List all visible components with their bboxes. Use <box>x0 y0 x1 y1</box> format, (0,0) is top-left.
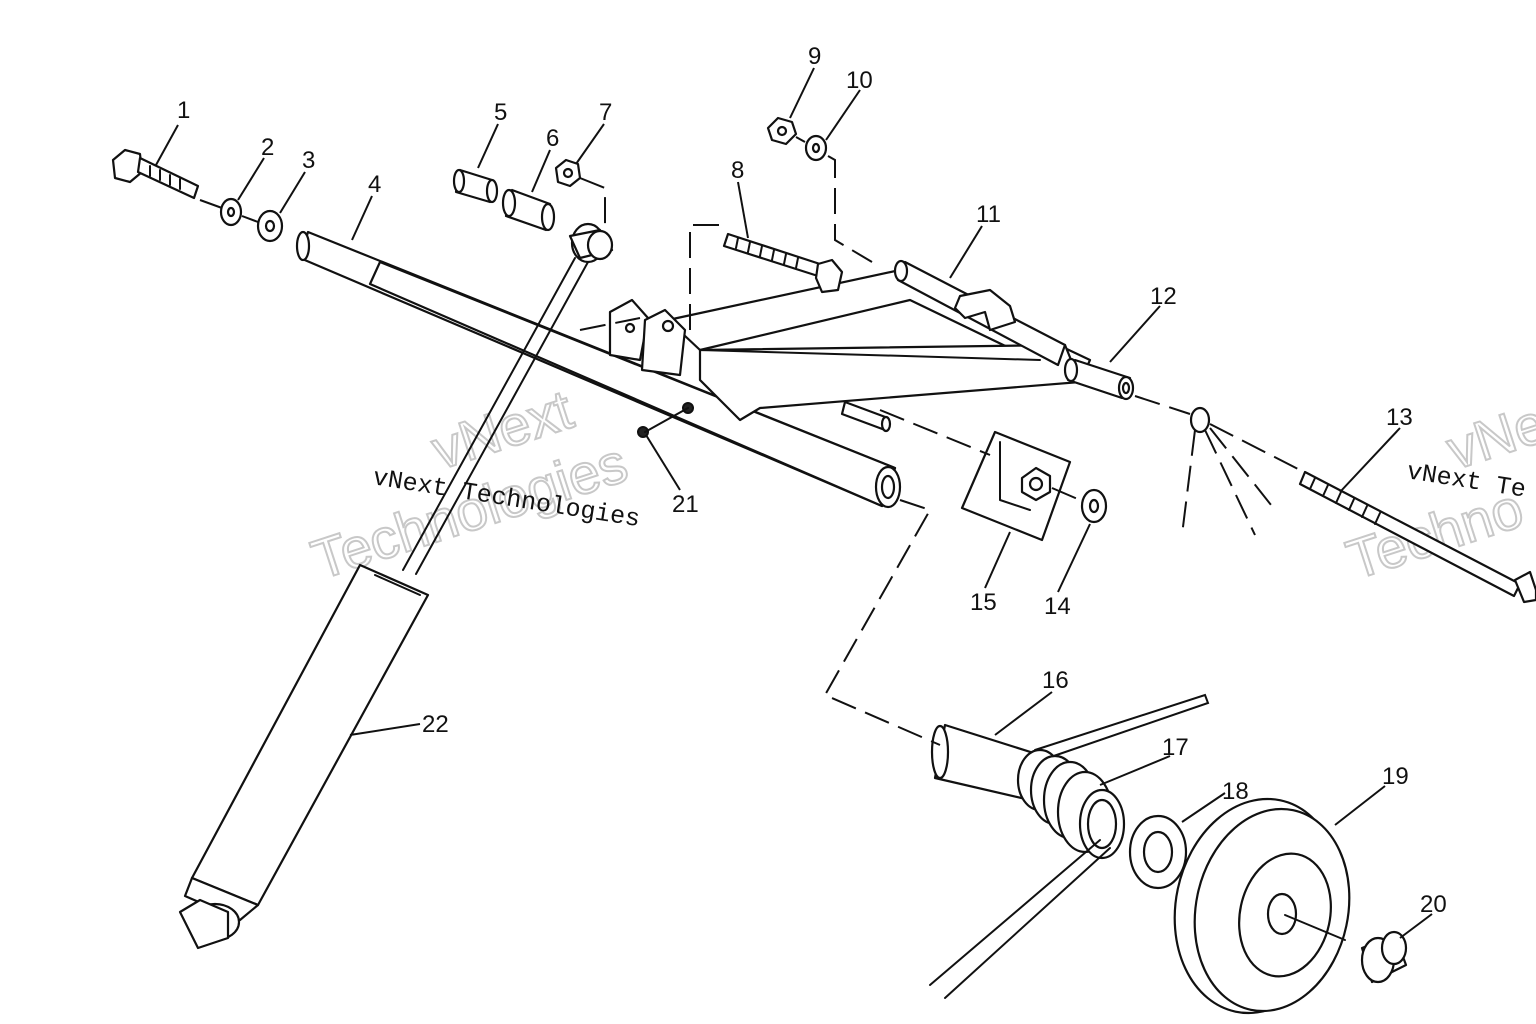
callout-16: 16 <box>1042 667 1069 694</box>
part-5-bushing <box>452 168 499 204</box>
part-15-block <box>840 400 1072 542</box>
callout-13: 13 <box>1386 404 1413 431</box>
callout-7: 7 <box>599 99 612 126</box>
callout-14: 14 <box>1044 593 1071 620</box>
callout-9: 9 <box>808 43 821 70</box>
part-20-bushing <box>1360 930 1408 984</box>
callout-6: 6 <box>546 125 559 152</box>
part-14-washer <box>1051 487 1108 524</box>
callout-1: 1 <box>177 97 190 124</box>
callout-3: 3 <box>302 147 315 174</box>
callout-18: 18 <box>1222 778 1249 805</box>
callout-21: 21 <box>672 491 699 518</box>
part-8-bolt <box>722 232 844 294</box>
part-3-washer <box>256 209 284 243</box>
callout-15: 15 <box>970 589 997 616</box>
part-21-grease-fittings <box>637 402 694 438</box>
callout-22: 22 <box>422 711 449 738</box>
part-1-bolt <box>111 148 200 200</box>
callout-11: 11 <box>976 201 1001 228</box>
callout-5: 5 <box>494 99 507 126</box>
part-6-bushing <box>501 188 556 232</box>
part-2-washer <box>219 197 243 227</box>
part-11-swing-arm <box>579 224 1092 422</box>
callout-4: 4 <box>368 171 381 198</box>
leader-lines <box>155 67 1433 939</box>
callout-10: 10 <box>846 67 873 94</box>
part-13-bolt <box>1298 470 1536 604</box>
callout-17: 17 <box>1162 734 1189 761</box>
part-17-torsion-spring <box>929 693 1210 999</box>
callout-12: 12 <box>1150 283 1177 310</box>
part-12-spacer <box>1063 357 1135 401</box>
part-19-idler-wheel <box>1173 797 1351 1015</box>
callout-2: 2 <box>261 134 274 161</box>
part-4-shaft <box>295 230 902 509</box>
callout-19: 19 <box>1382 763 1409 790</box>
center-axis-dashes <box>1134 395 1301 536</box>
part-22-shock-absorber <box>178 222 614 950</box>
callout-20: 20 <box>1420 891 1447 918</box>
callouts: 1 2 3 4 5 6 7 8 9 10 11 12 13 14 15 16 1… <box>177 43 1447 918</box>
part-18-washer <box>1128 814 1188 890</box>
callout-8: 8 <box>731 157 744 184</box>
part-10-washer <box>804 134 828 162</box>
part-9-nut <box>766 116 798 146</box>
